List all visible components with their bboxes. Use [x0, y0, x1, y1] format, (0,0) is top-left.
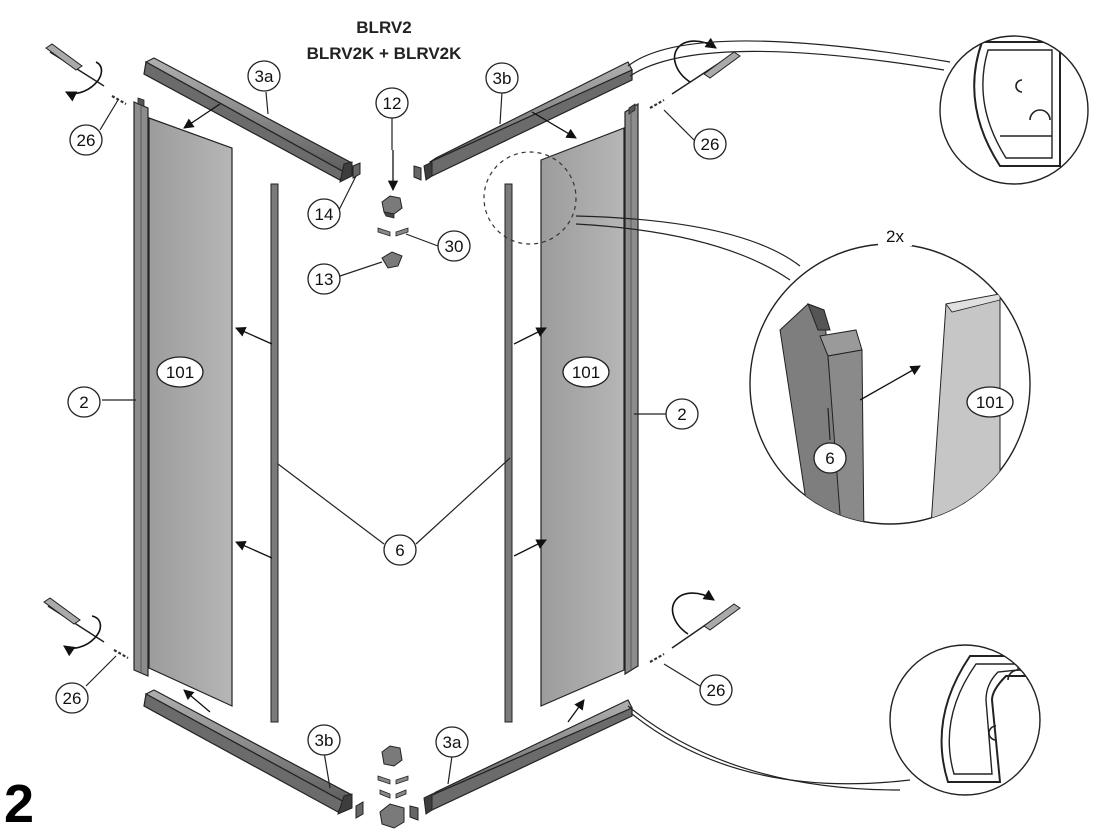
right-seal-profile: [504, 183, 513, 723]
end-cap-left-top: [352, 162, 361, 179]
rotate-arrow-icon: [63, 615, 102, 657]
screwdriver-icon: [43, 597, 105, 643]
right-glass-panel: [540, 127, 625, 707]
screw-icon: [649, 653, 665, 663]
bottom-corner-base-piece: [379, 803, 405, 829]
callout-26-bottom-right: 26: [699, 674, 733, 706]
callout-30: 30: [437, 230, 471, 262]
left-wall-profile: [133, 97, 149, 677]
screwdriver-icon: [671, 603, 741, 649]
left-glass-panel: [148, 117, 233, 707]
svg-text:6: 6: [395, 541, 404, 560]
top-rail-right: [423, 61, 633, 181]
callout-3a-top: 3a: [247, 60, 281, 92]
svg-text:26: 26: [707, 681, 726, 700]
svg-text:26: 26: [63, 689, 82, 708]
screwdriver-icon: [45, 43, 105, 87]
connector-pieces: [377, 227, 409, 799]
profile-detail-top: [939, 35, 1089, 185]
svg-text:13: 13: [315, 270, 334, 289]
model-title: BLRV2: [356, 18, 411, 37]
quantity-label: 2x: [886, 227, 904, 246]
callout-101-right: 101: [562, 356, 610, 388]
svg-text:2: 2: [79, 393, 88, 412]
end-cap-right-bottom: [409, 805, 419, 821]
svg-text:3a: 3a: [255, 67, 274, 86]
rotate-arrow-icon: [64, 61, 103, 102]
callout-3b-top: 3b: [485, 62, 519, 94]
bottom-rail-right: [423, 699, 633, 815]
model-subtitle: BLRV2K + BLRV2K: [307, 44, 462, 63]
svg-text:12: 12: [383, 94, 402, 113]
svg-text:101: 101: [976, 393, 1004, 412]
callout-12: 12: [375, 87, 409, 119]
bottom-corner-top-piece: [381, 745, 403, 767]
callout-2-left: 2: [67, 386, 101, 418]
screw-icon: [113, 649, 129, 659]
svg-text:101: 101: [572, 363, 600, 382]
rotate-arrow-icon: [671, 589, 715, 635]
corner-bottom-piece: [381, 251, 403, 269]
svg-text:3b: 3b: [315, 731, 334, 750]
top-rail-left: [143, 57, 353, 183]
bottom-rail-left: [143, 689, 353, 815]
detail-leaders: [575, 40, 951, 791]
screw-icon: [649, 99, 665, 109]
screw-icon: [111, 95, 127, 105]
callout-14: 14: [307, 198, 341, 230]
svg-text:26: 26: [77, 131, 96, 150]
callout-6: 6: [383, 534, 417, 566]
svg-text:6: 6: [825, 449, 834, 468]
callout-26-bottom-left: 26: [55, 682, 89, 714]
svg-text:2: 2: [677, 405, 686, 424]
svg-text:3b: 3b: [493, 69, 512, 88]
end-cap-left-bottom: [355, 801, 364, 819]
screwdriver-icon: [671, 51, 741, 95]
corner-top-piece: [381, 195, 403, 219]
callout-2-right: 2: [665, 398, 699, 430]
svg-text:26: 26: [701, 135, 720, 154]
callout-3a-bottom: 3a: [435, 726, 469, 758]
callout-13: 13: [307, 263, 341, 295]
callout-101-left: 101: [156, 356, 204, 388]
svg-text:30: 30: [445, 237, 464, 256]
callout-26-top-left: 26: [69, 124, 103, 156]
left-seal-profile: [270, 183, 279, 723]
step-number: 2: [4, 774, 34, 834]
profile-detail-bottom: [889, 644, 1041, 796]
detail-marker-circle: [483, 151, 577, 245]
svg-text:101: 101: [166, 363, 194, 382]
svg-text:14: 14: [315, 205, 334, 224]
callout-3b-bottom: 3b: [307, 724, 341, 756]
qty-label-bg: [878, 224, 912, 246]
right-wall-profile: [624, 102, 639, 676]
callout-leaders: [85, 91, 831, 789]
callout-101-detail: 101: [966, 386, 1014, 418]
callout-6-detail: 6: [813, 442, 847, 474]
callout-26-top-right: 26: [693, 128, 727, 160]
svg-text:3a: 3a: [443, 733, 462, 752]
assembly-arrows: [183, 103, 585, 723]
end-cap-right-top: [413, 165, 422, 181]
